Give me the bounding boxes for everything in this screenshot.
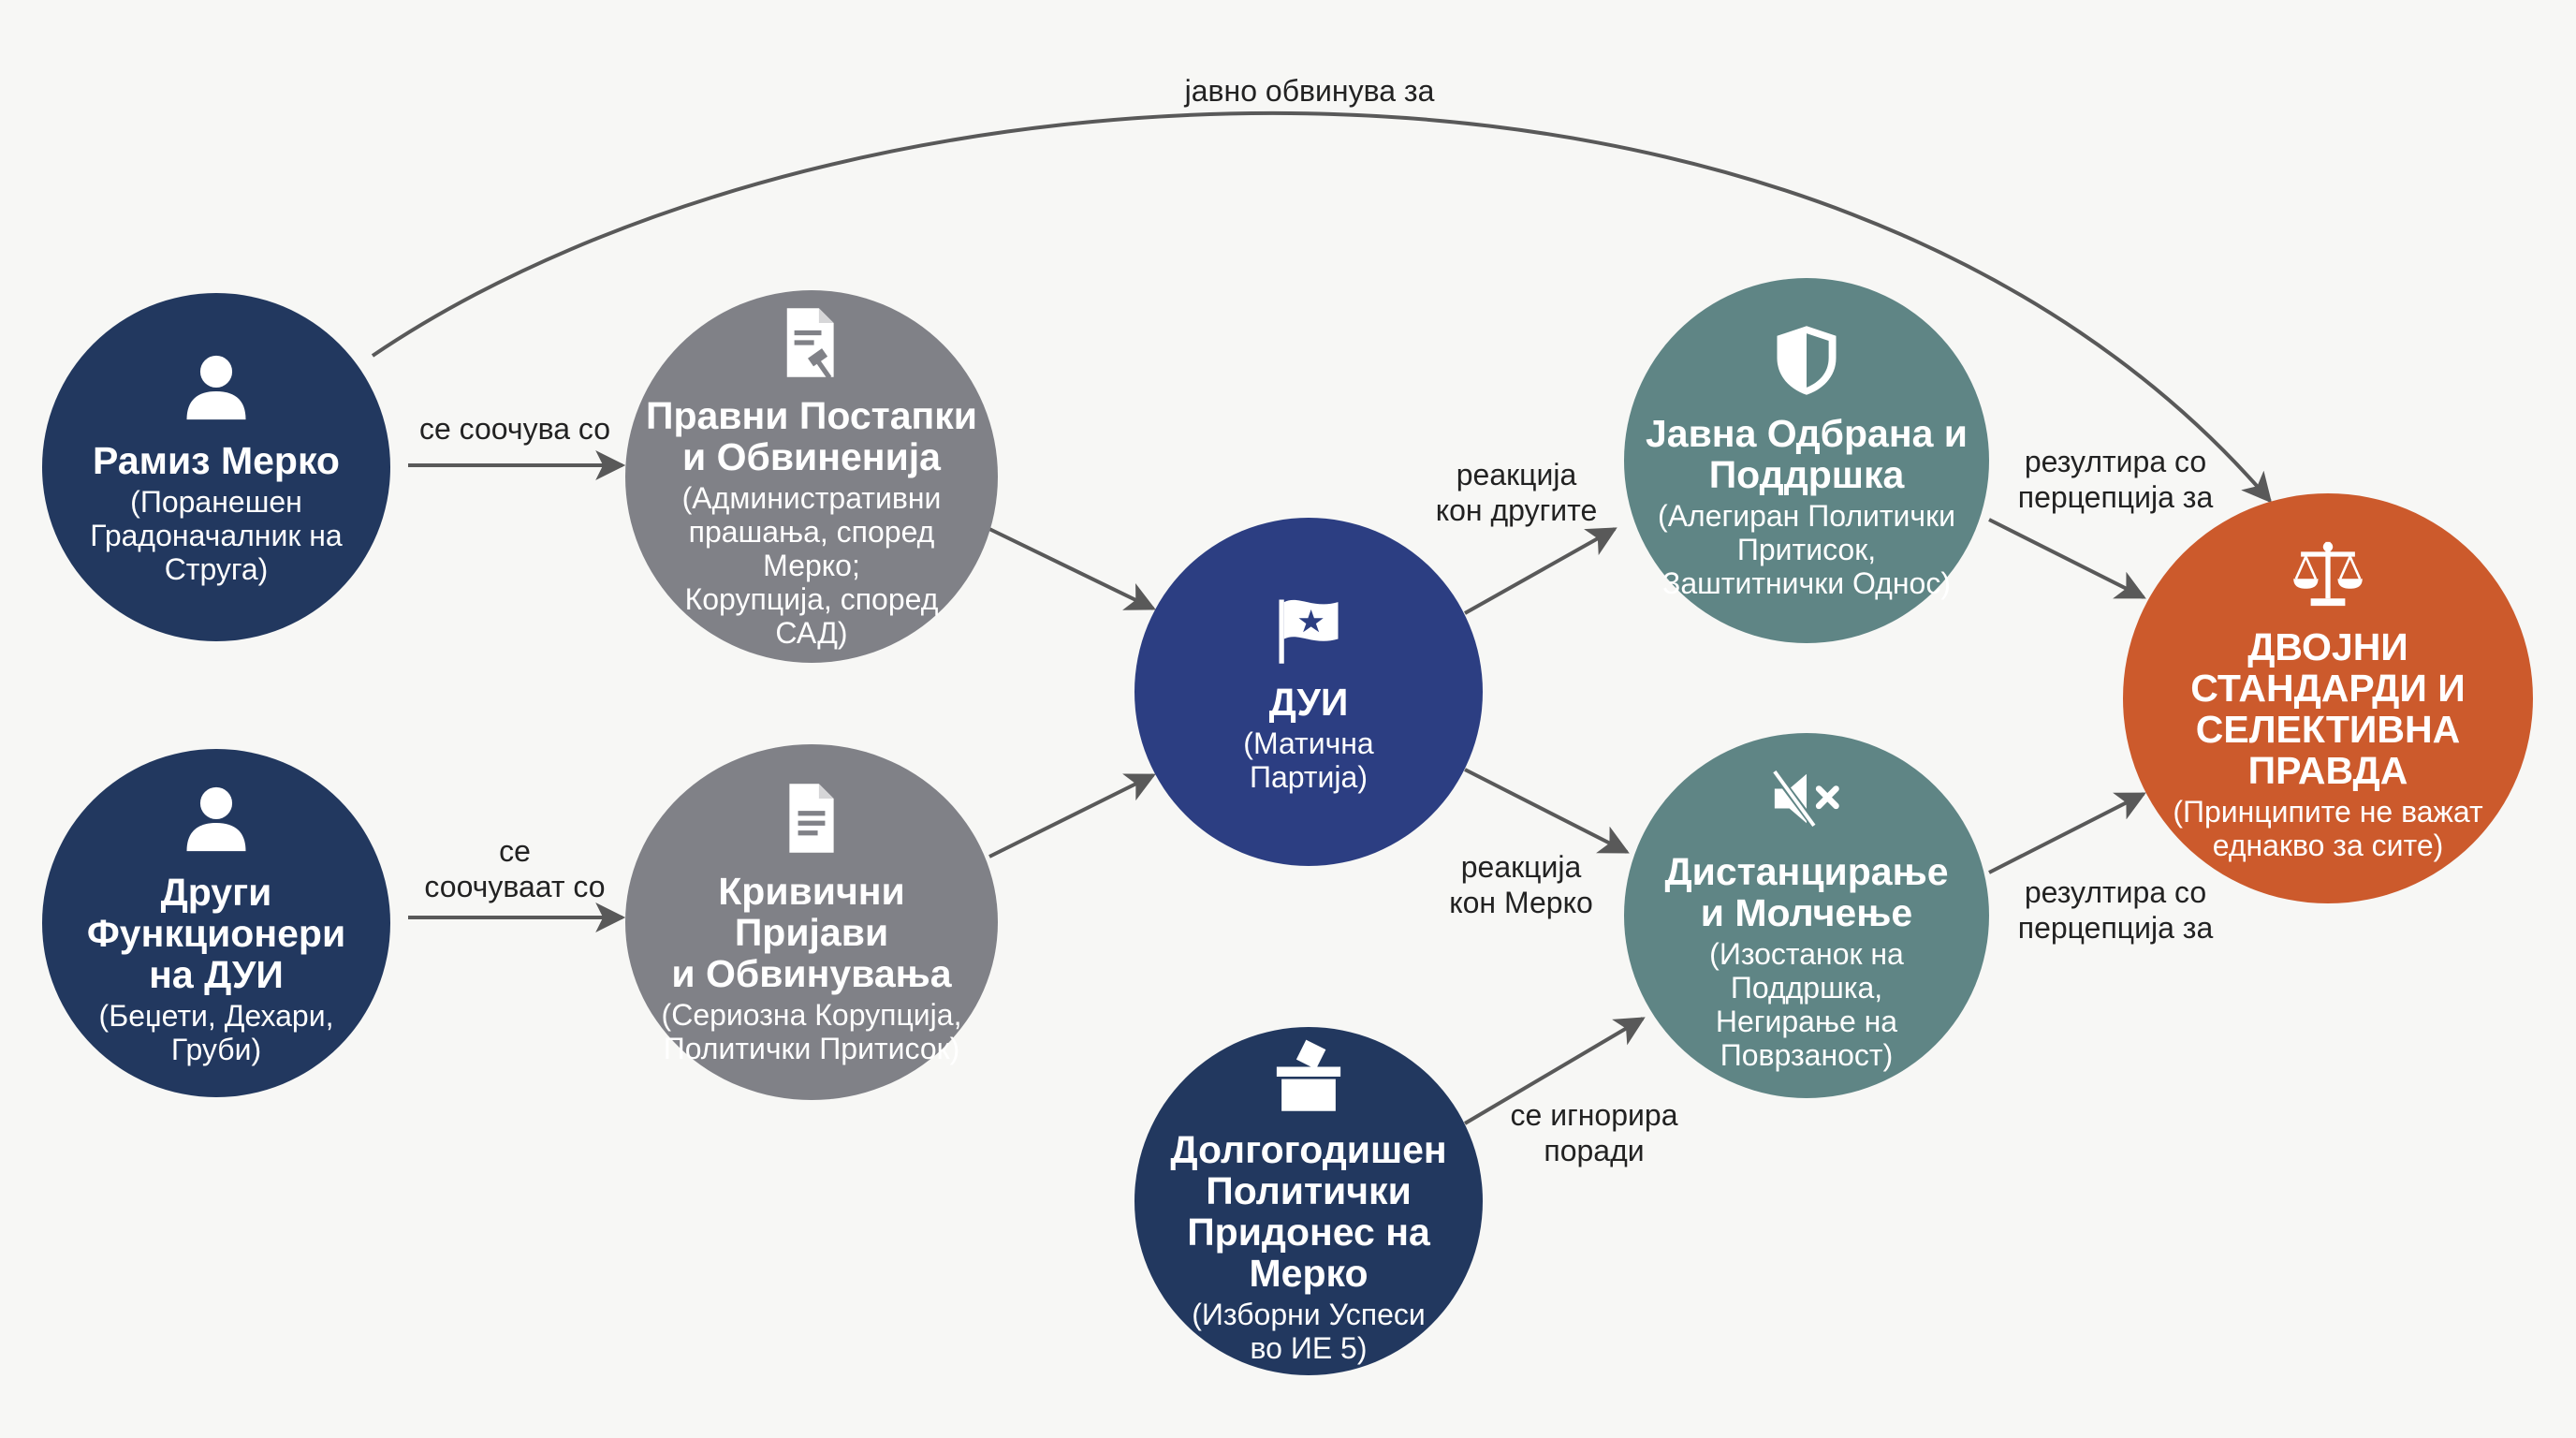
node-subtitle: (Изборни Успеси во ИЕ 5) (1192, 1298, 1426, 1365)
node-title: Дистанцирање и Молчење (1664, 850, 1949, 934)
node-subtitle: (Поранешен Градоначалник на Струга) (90, 485, 343, 586)
node-subtitle: (Беџети, Дехари, Груби) (98, 999, 334, 1066)
edge-distancing-to-double (1988, 792, 2146, 874)
edge-label-results-1: резултира со перцепција за (2017, 445, 2214, 514)
edge-dui-to-defense (1464, 527, 1617, 615)
node-title: Правни Постапки и Обвиненија (645, 394, 978, 478)
node-title: Кривични Пријави и Обвинувања (671, 870, 952, 995)
edge-label-reaction-others: реакција кон другите (1435, 458, 1598, 527)
mute-icon (1769, 767, 1839, 830)
node-subtitle: (Сериозна Корупција, Политички Притисок) (661, 998, 962, 1065)
node-title: Други Функционери на ДУИ (86, 871, 346, 996)
node-political-contribution: Долгогодишен Политички Придонес на Мерко… (1134, 1027, 1483, 1375)
node-subtitle: (Матична Партија) (1243, 726, 1374, 794)
shield-icon (1777, 326, 1837, 395)
scales-icon (2293, 541, 2363, 607)
node-title: Јавна Одбрана и Поддршка (1646, 412, 1968, 496)
edge-merko-to-double (371, 110, 2273, 504)
node-subtitle: (Алегиран Политички Притисок, Заштитничк… (1658, 499, 1955, 600)
edge-label-results-2: резултира со перцепција за (2017, 875, 2214, 945)
node-double-standards: ДВОЈНИ СТАНДАРДИ И СЕЛЕКТИВНА ПРАВДА (Пр… (2123, 493, 2533, 903)
person-icon (186, 786, 246, 852)
document-icon (789, 784, 834, 853)
node-other-officials: Други Функционери на ДУИ (Беџети, Дехари… (42, 749, 390, 1097)
node-title: Долгогодишен Политички Придонес на Мерко (1170, 1128, 1447, 1295)
edge-defense-to-double (1988, 518, 2146, 599)
node-subtitle: (Принципите не важат еднакво за сите) (2173, 795, 2483, 862)
node-legal-proceedings: Правни Постапки и Обвиненија (Администра… (625, 290, 998, 663)
edge-contribution-to-distancing (1463, 1017, 1646, 1125)
person-icon (186, 355, 246, 420)
edge-label-merko-faces: се соочува со (418, 412, 611, 446)
edge-label-others-face: се соочуваат со (424, 834, 606, 903)
node-title: Рамиз Мерко (93, 439, 340, 482)
node-subtitle: (Административни прашања, според Мерко; … (681, 481, 942, 650)
node-criminal-charges: Кривични Пријави и Обвинувања (Сериозна … (625, 744, 998, 1100)
edge-criminal-to-dui (988, 773, 1156, 858)
document-gavel-icon (786, 308, 834, 379)
node-dui: ДУИ (Матична Партија) (1134, 518, 1483, 866)
edge-dui-to-distancing (1464, 768, 1630, 854)
edge-label-reaction-merko: реакција кон Мерко (1449, 850, 1593, 919)
node-title: ДУИ (1268, 681, 1349, 724)
edge-label-ignored: се игнорира поради (1510, 1098, 1678, 1167)
node-title: ДВОЈНИ СТАНДАРДИ И СЕЛЕКТИВНА ПРАВДА (2190, 625, 2466, 792)
node-subtitle: (Изостанок на Поддршка, Негирање на Повр… (1709, 937, 1904, 1072)
node-distancing: Дистанцирање и Молчење (Изостанок на Под… (1624, 733, 1989, 1098)
node-public-defense: Јавна Одбрана и Поддршка (Алегиран Полит… (1624, 278, 1989, 643)
ballot-box-icon (1276, 1039, 1341, 1111)
edge-label-accuses: јавно обвинува за (1184, 74, 1435, 108)
edge-legal-to-dui (988, 527, 1156, 610)
flag-icon (1279, 599, 1339, 664)
node-ramiz-merko: Рамиз Мерко (Поранешен Градоначалник на … (42, 293, 390, 641)
